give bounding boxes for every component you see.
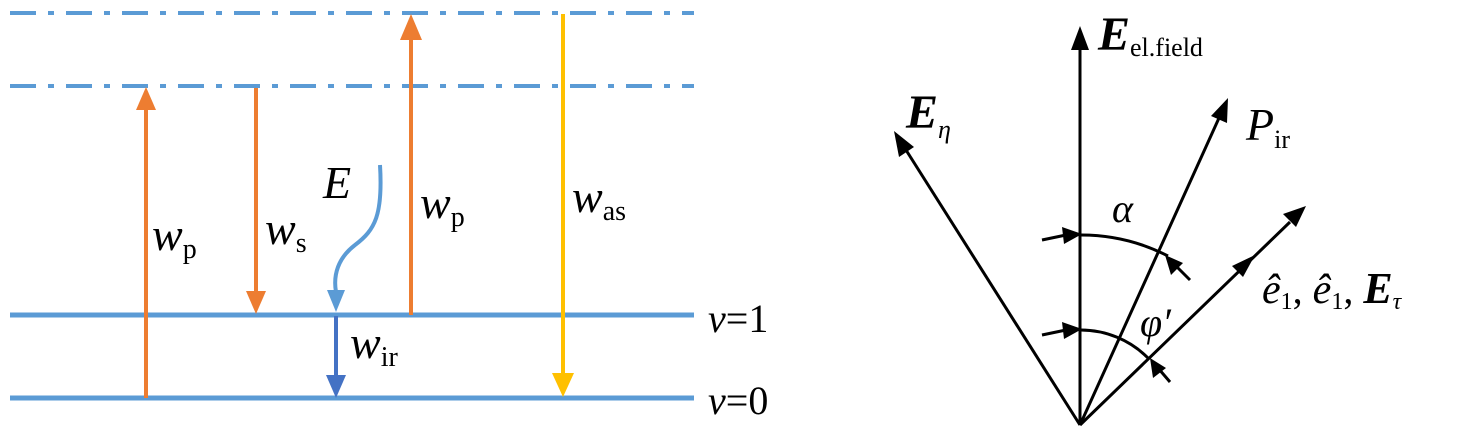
- level-label-v1: v=1: [708, 296, 768, 341]
- ir-arrow: [326, 316, 346, 398]
- p-ir-label: Pir: [1245, 99, 1290, 154]
- e-field-label: Eel.field: [1097, 8, 1203, 62]
- pump-label-2: wp: [420, 177, 465, 233]
- tau-basis-label: ê1, ê1, Eτ: [1262, 264, 1403, 315]
- alpha-angle-arc: [1041, 227, 1192, 282]
- energy-level-diagram: wp ws E wp was wir v=1 v=0: [10, 11, 768, 423]
- level-label-v0: v=0: [708, 378, 768, 423]
- alpha-label: α: [1112, 186, 1134, 231]
- field-curved-arrow: [327, 164, 383, 312]
- antistokes-arrow: [552, 14, 574, 397]
- stokes-label: ws: [265, 203, 307, 259]
- phi-label: φ′: [1140, 300, 1172, 345]
- pump-label-1: wp: [152, 209, 197, 265]
- pump-arrow-1: [136, 87, 156, 398]
- vector-diagram: Eel.field Eη Pir α φ′ ê1, ê1, Eτ: [894, 8, 1403, 427]
- e-eta-vector: [894, 131, 1082, 426]
- phi-angle-arc: [1041, 322, 1172, 383]
- antistokes-label: was: [572, 171, 626, 227]
- pump-arrow-2: [400, 14, 422, 315]
- p-ir-vector: [1078, 98, 1228, 426]
- e-tau-vector: [1078, 206, 1306, 427]
- e-eta-label: Eη: [905, 86, 951, 144]
- stokes-arrow: [246, 88, 266, 314]
- ir-label: wir: [350, 317, 398, 373]
- e-field-vector: [1071, 26, 1089, 425]
- field-label: E: [322, 157, 351, 208]
